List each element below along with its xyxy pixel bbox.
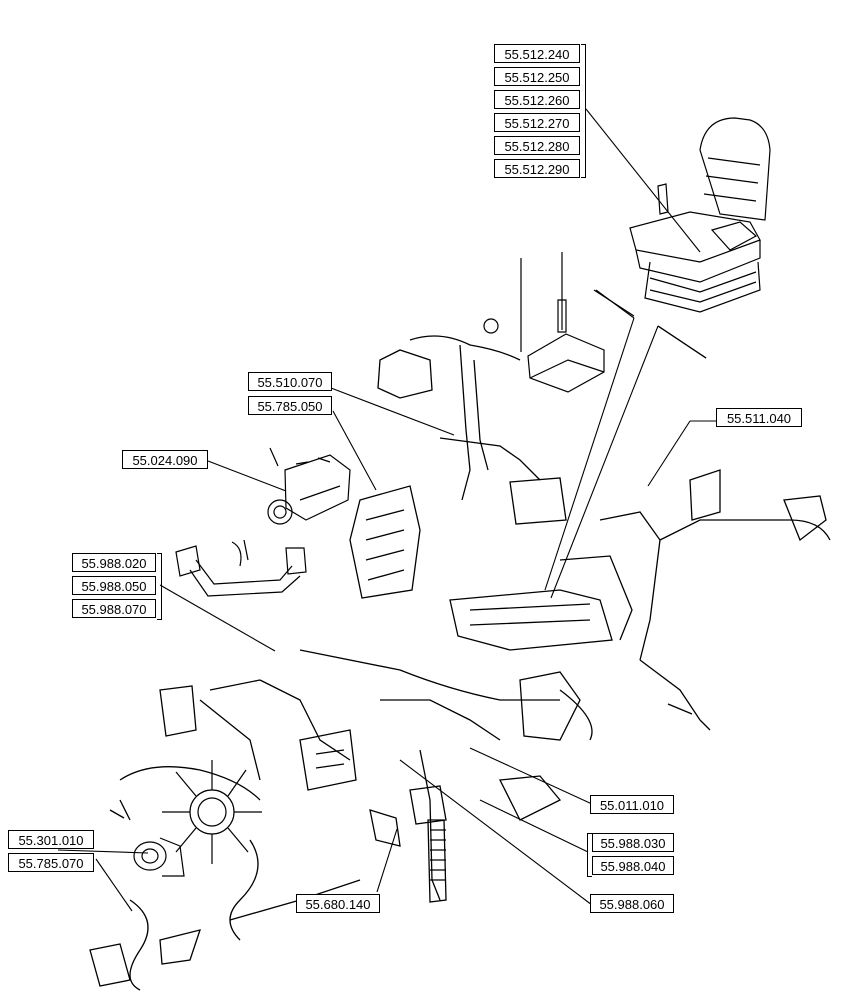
pedal-illustration — [175, 539, 307, 597]
callout-lower-right-1[interactable]: 55.988.030 — [592, 833, 674, 852]
pump-illustration — [267, 447, 351, 525]
antenna-and-module — [483, 252, 707, 393]
callout-right-harness[interactable]: 55.511.040 — [716, 408, 802, 427]
callout-left-lower[interactable]: 55.785.070 — [8, 853, 94, 872]
leader-lines — [57, 108, 720, 912]
main-harness — [89, 335, 831, 991]
callout-seat-5[interactable]: 55.512.280 — [494, 136, 580, 155]
callout-bottom-center[interactable]: 55.680.140 — [296, 894, 380, 913]
callout-pedal-1[interactable]: 55.988.020 — [72, 553, 156, 572]
callout-harness-top-a[interactable]: 55.510.070 — [248, 372, 332, 391]
callout-lower-right-2[interactable]: 55.988.040 — [592, 856, 674, 875]
pedal-group-bracket — [157, 553, 162, 620]
callout-lower-right-single[interactable]: 55.988.060 — [590, 894, 674, 913]
lower-right-bracket — [587, 833, 592, 877]
callout-center-right[interactable]: 55.011.010 — [590, 795, 674, 814]
callout-pedal-3[interactable]: 55.988.070 — [72, 599, 156, 618]
callout-seat-2[interactable]: 55.512.250 — [494, 67, 580, 86]
callout-alternator[interactable]: 55.301.010 — [8, 830, 94, 849]
callout-seat-3[interactable]: 55.512.260 — [494, 90, 580, 109]
callout-pedal-2[interactable]: 55.988.050 — [72, 576, 156, 595]
alternator-illustration — [133, 837, 185, 877]
callout-harness-top-b[interactable]: 55.785.050 — [248, 396, 332, 415]
callout-pump[interactable]: 55.024.090 — [122, 450, 208, 469]
callout-seat-1[interactable]: 55.512.240 — [494, 44, 580, 63]
seat-group-bracket — [581, 44, 586, 178]
seat-illustration — [629, 117, 771, 313]
fan-illustration — [162, 760, 262, 864]
callout-seat-4[interactable]: 55.512.270 — [494, 113, 580, 132]
callout-seat-6[interactable]: 55.512.290 — [494, 159, 580, 178]
